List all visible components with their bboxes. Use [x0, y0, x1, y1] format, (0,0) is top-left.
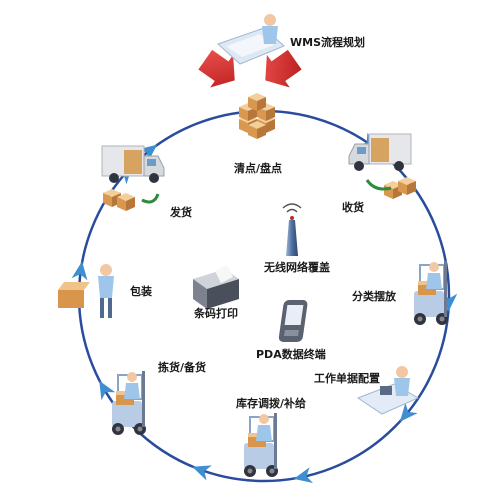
label-count-inventory: 清点/盘点 [234, 162, 283, 175]
forklift-worker-icon [111, 370, 147, 436]
red-arrow-left-icon [198, 49, 235, 88]
label-stock-transfer: 库存调拨/补给 [236, 397, 307, 410]
forklift-worker-icon [413, 260, 449, 326]
wireless-antenna-icon [282, 203, 302, 256]
delivery-truck-icon [348, 133, 416, 199]
label-pda-terminal: PDA数据终端 [256, 348, 326, 361]
label-shipping: 发货 [170, 206, 192, 219]
red-arrow-right-icon [265, 49, 302, 88]
delivery-truck-icon [101, 145, 165, 211]
flow-arrow-icon [99, 380, 116, 401]
label-packing: 包装 [130, 285, 152, 298]
label-receiving: 收货 [342, 201, 364, 214]
desk-worker-icon [356, 366, 420, 415]
flow-arrow-icon [71, 261, 88, 281]
barcode-printer-icon [193, 265, 239, 309]
flow-arrow-icon [399, 402, 418, 422]
label-picking: 拣货/备货 [158, 361, 207, 374]
label-barcode-printing: 条码打印 [194, 307, 238, 320]
forklift-worker-icon [243, 412, 279, 478]
flow-arrow-icon [192, 465, 212, 481]
planner-desk-icon [217, 14, 285, 65]
pda-device-icon [278, 300, 308, 342]
label-work-order-config: 工作单据配置 [314, 372, 380, 385]
flow-arrow-icon [293, 467, 313, 483]
boxes-stack-icon [239, 93, 275, 139]
diagram-title: WMS流程规划 [290, 36, 366, 49]
label-sorting: 分类摆放 [352, 290, 396, 303]
packing-worker-icon [58, 264, 114, 318]
label-wireless-coverage: 无线网络覆盖 [264, 261, 330, 274]
